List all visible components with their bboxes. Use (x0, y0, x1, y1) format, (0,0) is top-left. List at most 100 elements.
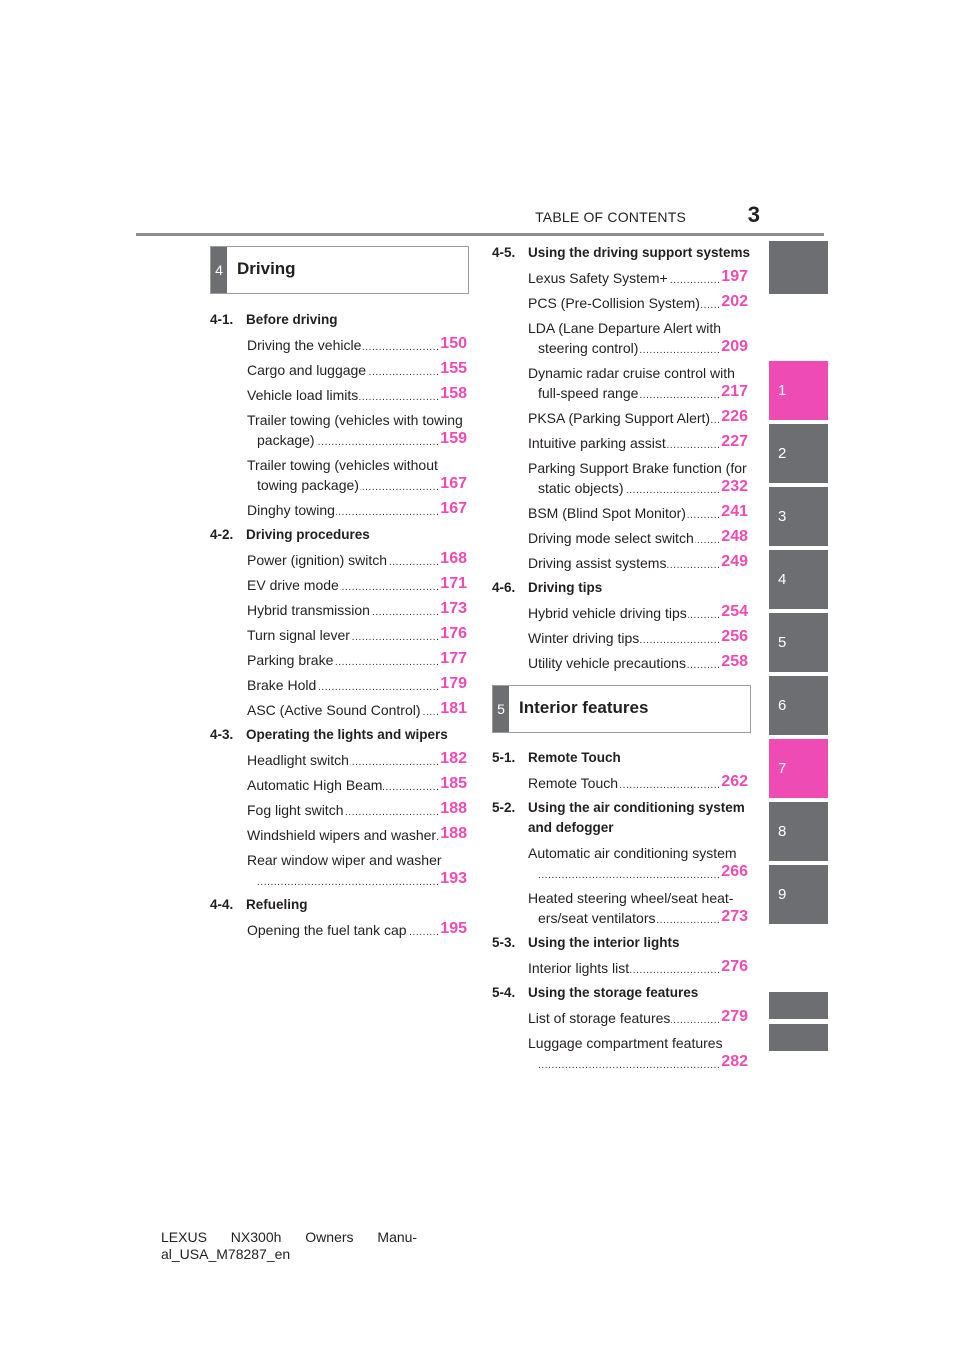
toc-entry[interactable]: ........................................… (247, 702, 467, 722)
toc-entry-title: PCS (Pre-Collision System) (528, 295, 701, 311)
subsection-heading: 4-1.Before driving (210, 312, 467, 332)
toc-entry[interactable]: ........................................… (538, 340, 748, 360)
toc-entry[interactable]: ........................................… (247, 627, 467, 647)
toc-entry-title: Winter driving tips (528, 630, 641, 646)
subsection-title-line-2: and defogger (528, 820, 614, 835)
toc-page-number: 217 (721, 385, 748, 400)
subsection-number: 4-4. (210, 897, 234, 912)
section-title: Driving (237, 259, 296, 278)
toc-entry[interactable]: ........................................… (247, 387, 467, 407)
toc-entry[interactable]: ........................................… (528, 435, 748, 455)
subsection-number: 4-1. (210, 312, 234, 327)
toc-entry[interactable]: ........................................… (247, 502, 467, 522)
toc-entry-title: Fog light switch (247, 802, 345, 818)
chapter-tab-6[interactable]: 6 (769, 676, 828, 735)
chapter-tab-label: 4 (778, 571, 787, 588)
toc-page-number: 167 (440, 502, 467, 517)
toc-entry-title: LDA (Lane Departure Alert with (528, 320, 721, 336)
toc-entry[interactable]: ........................................… (247, 777, 467, 797)
toc-entry[interactable]: ........................................… (247, 752, 467, 772)
toc-entry[interactable]: ........................................… (247, 652, 467, 672)
toc-entry[interactable]: ........................................… (247, 922, 467, 942)
toc-entry[interactable]: ........................................… (247, 827, 467, 847)
subsection-title: Using the driving support systems (528, 245, 751, 260)
toc-entry[interactable]: ........................................… (257, 432, 467, 452)
toc-entry-title: List of storage features (528, 1010, 672, 1026)
subsection-title: Using the storage features (528, 985, 699, 1000)
subsection-heading: 4-6.Driving tips (492, 580, 748, 600)
toc-entry[interactable]: ........................................… (528, 605, 748, 625)
toc-entry-title: Opening the fuel tank cap (247, 922, 408, 938)
chapter-tab-1[interactable]: 1 (769, 361, 828, 420)
toc-entry[interactable]: ........................................… (528, 960, 748, 980)
toc-page-number: 150 (440, 337, 467, 352)
toc-entry[interactable]: ........................................… (528, 530, 748, 550)
toc-entry[interactable]: ........................................… (528, 775, 748, 795)
toc-entry[interactable]: ........................................… (528, 505, 748, 525)
toc-entry[interactable]: ........................................… (528, 295, 748, 315)
tab-contents[interactable] (769, 241, 828, 294)
toc-entry[interactable]: ........................................… (247, 337, 467, 357)
toc-entry[interactable]: ........................................… (257, 872, 467, 892)
subsection-number: 4-2. (210, 527, 234, 542)
toc-entry[interactable]: ........................................… (257, 477, 467, 497)
toc-entry-title: BSM (Blind Spot Monitor) (528, 505, 687, 521)
toc-entry-title: Utility vehicle precautions (528, 655, 687, 671)
toc-entry[interactable]: ........................................… (538, 480, 748, 500)
toc-entry[interactable]: ........................................… (538, 910, 748, 930)
toc-entry-continuation: towing package) (257, 477, 360, 493)
toc-page-number: 155 (440, 362, 467, 377)
toc-page-number: 256 (721, 630, 748, 645)
toc-entry[interactable]: ........................................… (247, 602, 467, 622)
toc-entry[interactable]: ........................................… (528, 410, 748, 430)
dot-leader: ........................................… (247, 682, 439, 693)
chapter-tab-8[interactable]: 8 (769, 802, 828, 861)
toc-page-number: 171 (440, 577, 467, 592)
toc-entry-title: PKSA (Parking Support Alert) (528, 410, 712, 426)
subsection-number: 4-6. (492, 580, 516, 595)
dot-leader: ........................................… (247, 657, 439, 668)
toc-entry-title: Remote Touch (528, 775, 620, 791)
chapter-tab-2[interactable]: 2 (769, 424, 828, 483)
subsection-number: 5-2. (492, 800, 516, 815)
toc-page-number: 188 (440, 802, 467, 817)
toc-entry[interactable]: ........................................… (247, 552, 467, 572)
chapter-tab-3[interactable]: 3 (769, 487, 828, 546)
chapter-tab-4[interactable]: 4 (769, 550, 828, 609)
toc-entry[interactable]: ........................................… (247, 577, 467, 597)
tab-index-b[interactable] (769, 1024, 828, 1051)
toc-entry-title: Power (ignition) switch (247, 552, 389, 568)
toc-entry-title: Hybrid vehicle driving tips (528, 605, 688, 621)
toc-entry[interactable]: ........................................… (528, 555, 748, 575)
chapter-tab-7[interactable]: 7 (769, 739, 828, 798)
chapter-tab-5[interactable]: 5 (769, 613, 828, 672)
toc-entry[interactable]: ........................................… (528, 270, 748, 290)
toc-page-number: 193 (440, 872, 467, 887)
toc-entry-title: EV drive mode (247, 577, 340, 593)
toc-page-number: 227 (721, 435, 748, 450)
toc-entry[interactable]: ........................................… (538, 865, 748, 885)
dot-leader: ........................................… (538, 1060, 720, 1071)
subsection-number: 5-3. (492, 935, 516, 950)
subsection-number: 5-1. (492, 750, 516, 765)
chapter-tab-label: 9 (778, 886, 787, 903)
toc-entry-continuation: ers/seat ventilators (538, 910, 657, 926)
toc-page-number: 168 (440, 552, 467, 567)
subsection-title: Remote Touch (528, 750, 621, 765)
toc-entry[interactable]: ........................................… (528, 1010, 748, 1030)
toc-entry[interactable]: ........................................… (528, 655, 748, 675)
toc-entry[interactable]: ........................................… (538, 1055, 748, 1075)
tab-index-a[interactable] (769, 992, 828, 1019)
toc-page-number: 195 (440, 922, 467, 937)
section-number: 4 (211, 247, 227, 293)
toc-entry[interactable]: ........................................… (528, 630, 748, 650)
footer-line-1: LEXUS NX300h Owners Manu- (161, 1229, 418, 1245)
chapter-tab-9[interactable]: 9 (769, 865, 828, 924)
toc-page-number: 159 (440, 432, 467, 447)
toc-entry-title: Parking brake (247, 652, 335, 668)
toc-entry[interactable]: ........................................… (247, 677, 467, 697)
toc-entry[interactable]: ........................................… (247, 802, 467, 822)
toc-entry[interactable]: ........................................… (538, 385, 748, 405)
toc-entry[interactable]: ........................................… (247, 362, 467, 382)
